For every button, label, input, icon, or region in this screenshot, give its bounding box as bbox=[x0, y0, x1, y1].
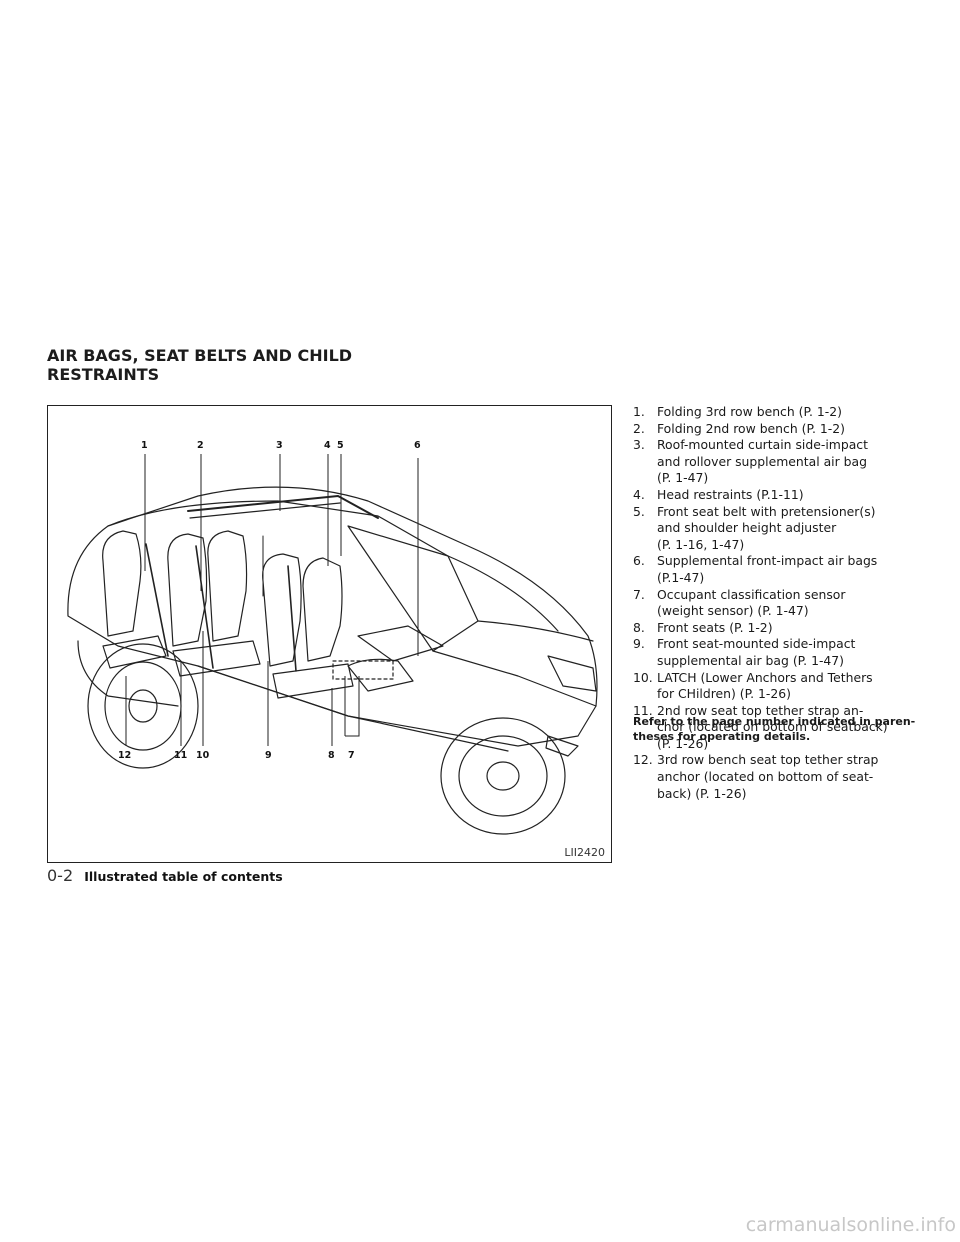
legend-item-text: Front seat-mounted side-impact bbox=[657, 636, 856, 652]
callout-11: 11 bbox=[174, 750, 187, 761]
section-title: AIR BAGS, SEAT BELTS AND CHILD RESTRAINT… bbox=[47, 346, 352, 384]
callout-6: 6 bbox=[414, 440, 421, 451]
legend-item: 7.Occupant classification sensor(weight … bbox=[633, 587, 923, 620]
section-title-line2: RESTRAINTS bbox=[47, 365, 160, 384]
page-number: 0-2 bbox=[47, 866, 74, 885]
legend-item-text: Front seat belt with pretensioner(s) bbox=[657, 503, 876, 519]
legend-list: 1.Folding 3rd row bench (P. 1-2) 2.Foldi… bbox=[633, 404, 923, 802]
callout-8: 8 bbox=[328, 750, 335, 761]
legend-item-text: Roof-mounted curtain side-impact bbox=[657, 437, 868, 453]
watermark: carmanualsonline.info bbox=[745, 1214, 956, 1236]
legend-item: 8.Front seats (P. 1-2) bbox=[633, 620, 923, 637]
legend-item-text: (P.1-47) bbox=[657, 569, 705, 585]
callout-5: 5 bbox=[337, 440, 344, 451]
callout-4: 4 bbox=[324, 440, 331, 451]
legend-item-text: for CHildren) (P. 1-26) bbox=[657, 686, 791, 702]
callout-7: 7 bbox=[348, 750, 355, 761]
section-title-line1: AIR BAGS, SEAT BELTS AND CHILD bbox=[47, 346, 353, 365]
vehicle-cutaway-drawing: 1 2 3 4 5 6 12 11 10 9 8 7 bbox=[67, 440, 598, 835]
callout-12: 12 bbox=[118, 750, 131, 761]
legend-item-text: (P. 1-26) bbox=[657, 735, 709, 751]
legend-item-text: and shoulder height adjuster bbox=[657, 520, 837, 536]
figure-code: LII2420 bbox=[564, 846, 605, 859]
legend-item-text: Folding 3rd row bench (P. 1-2) bbox=[657, 404, 842, 419]
note-line-1: Refer to the page number indicated in pa… bbox=[633, 715, 916, 728]
callout-2: 2 bbox=[197, 440, 204, 451]
callout-9: 9 bbox=[265, 750, 272, 761]
chapter-title: Illustrated table of contents bbox=[84, 869, 283, 884]
legend-item-text: Supplemental front-impact air bags bbox=[657, 553, 878, 569]
legend-item: 4.Head restraints (P.1-11) bbox=[633, 487, 923, 504]
page-footer: 0-2 Illustrated table of contents bbox=[47, 866, 283, 885]
legend-item-text: chor (located on bottom of seatback) bbox=[657, 719, 888, 735]
legend-item-text: (weight sensor) (P. 1-47) bbox=[657, 603, 809, 619]
legend-item: 2.Folding 2nd row bench (P. 1-2) bbox=[633, 421, 923, 438]
note-line-2: theses for operating details. bbox=[633, 730, 811, 743]
legend-item-text: Occupant classification sensor bbox=[657, 586, 846, 602]
legend-item-text: Folding 2nd row bench (P. 1-2) bbox=[657, 420, 845, 436]
callout-1: 1 bbox=[141, 440, 148, 451]
legend-item-text: 2nd row seat top tether strap an- bbox=[657, 702, 864, 718]
legend-item-text: back) (P. 1-26) bbox=[657, 785, 747, 801]
legend-item-text: (P. 1-47) bbox=[657, 470, 709, 486]
vehicle-illustration: 1 2 3 4 5 6 12 11 10 9 8 7 LII2420 bbox=[47, 405, 612, 863]
callout-3: 3 bbox=[276, 440, 283, 451]
legend-item: 11.2nd row seat top tether strap an-chor… bbox=[633, 703, 923, 753]
legend-item: 1.Folding 3rd row bench (P. 1-2) bbox=[633, 404, 923, 421]
legend-item-text: 3rd row bench seat top tether strap bbox=[657, 752, 879, 768]
legend-item-text: Front seats (P. 1-2) bbox=[657, 619, 773, 635]
legend-item-text: supplemental air bag (P. 1-47) bbox=[657, 652, 845, 668]
legend-item-text: anchor (located on bottom of seat- bbox=[657, 769, 874, 785]
legend-item-text: (P. 1-16, 1-47) bbox=[657, 536, 745, 552]
legend-item-text: and rollover supplemental air bag bbox=[657, 453, 867, 469]
legend-item-text: LATCH (Lower Anchors and Tethers bbox=[657, 669, 873, 685]
callout-10: 10 bbox=[196, 750, 210, 761]
legend-item: 6.Supplemental front-impact air bags(P.1… bbox=[633, 553, 923, 586]
legend-item-text: Head restraints (P.1-11) bbox=[657, 486, 804, 502]
operating-details-note: Refer to the page number indicated in pa… bbox=[633, 714, 923, 744]
legend-item: 5.Front seat belt with pretensioner(s)an… bbox=[633, 504, 923, 554]
